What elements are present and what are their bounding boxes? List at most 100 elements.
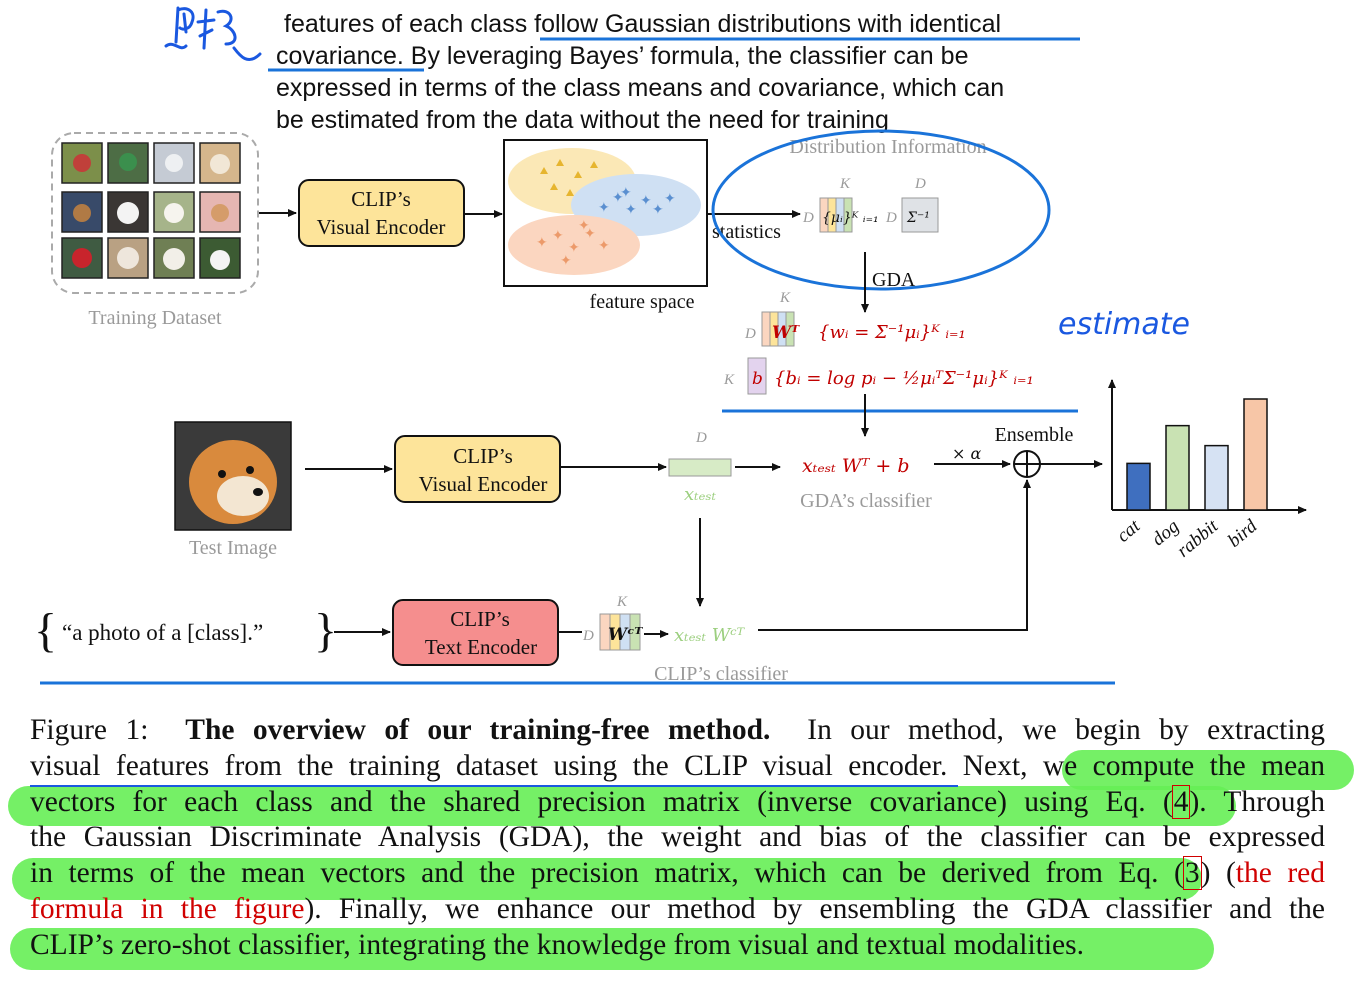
svg-text:✦: ✦: [620, 184, 632, 200]
sigma-label: Σ⁻¹: [906, 210, 930, 226]
caption-line-6: formula in the figure). Finally, we enha…: [30, 892, 1326, 925]
bar-rabbit: [1204, 444, 1229, 511]
eq3-link[interactable]: 3: [1182, 856, 1202, 891]
svg-text:✦: ✦: [584, 225, 596, 241]
bar-label-bird: bird: [1224, 515, 1262, 551]
bar-label-cat: cat: [1113, 515, 1145, 546]
clip-classifier-label: CLIP’s classifier: [654, 663, 788, 685]
bar-label-rabbit: rabbit: [1173, 515, 1223, 561]
caption-line-4: the Gaussian Discriminate Analysis (GDA)…: [30, 821, 1325, 854]
gda-label: GDA: [872, 269, 916, 291]
svg-text:✦: ✦: [664, 190, 676, 206]
text-encoder-line1: CLIP’s: [450, 607, 510, 631]
svg-text:D: D: [582, 628, 594, 644]
svg-text:✦: ✦: [612, 189, 624, 205]
times-alpha: × α: [952, 444, 981, 463]
training-image-grid: [61, 142, 241, 279]
svg-text:b: b: [752, 369, 763, 389]
xtest-label: xₜₑₛₜ: [684, 484, 717, 505]
method-diagram: Training Dataset CLIP’s Visual Encoder ✦…: [34, 6, 1307, 685]
left-brace: {: [34, 604, 57, 657]
weight-formula: D K Wᵀ {wᵢ = Σ⁻¹μᵢ}ᴷ ᵢ₌₁: [744, 290, 966, 347]
bar-dog: [1165, 424, 1190, 511]
svg-text:✦: ✦: [625, 201, 637, 217]
caption-line-5: in terms of the mean vectors and the pre…: [30, 856, 1325, 891]
text-encoder-box: [392, 599, 559, 666]
caption-highlights: [8, 750, 1354, 970]
right-brace: }: [314, 604, 337, 657]
training-dataset-label: Training Dataset: [88, 307, 222, 329]
cluster-blue-points: ✦✦✦✦✦✦✦: [598, 184, 676, 217]
caption-line-2: visual features from the training datase…: [30, 749, 1325, 782]
svg-text:K: K: [723, 372, 735, 388]
svg-text:✦: ✦: [652, 201, 664, 217]
svg-text:Wᵀ: Wᵀ: [772, 323, 800, 343]
svg-text:✦: ✦: [568, 239, 580, 255]
svg-text:Wᶜᵀ: Wᶜᵀ: [608, 625, 643, 645]
text-weight-block: D K Wᶜᵀ: [582, 594, 643, 651]
svg-text:D: D: [885, 210, 897, 226]
svg-text:✦: ✦: [536, 234, 548, 250]
w-formula: {wᵢ = Σ⁻¹μᵢ}ᴷ ᵢ₌₁: [818, 322, 966, 343]
statistics-label: statistics: [712, 221, 781, 243]
handwritten-chinese-scribble: [164, 6, 262, 61]
precision-matrix-block: D D Σ⁻¹: [885, 176, 939, 233]
distribution-info-label: Distribution Information: [789, 136, 986, 158]
clip-formula: xₜₑₛₜ Wᶜᵀ: [674, 625, 746, 646]
caption-title: The overview of our training-free method…: [185, 714, 771, 746]
annotation-circle: [711, 129, 1051, 291]
bar-cat: [1126, 462, 1151, 511]
svg-text:D: D: [744, 326, 756, 342]
svg-text:✦: ✦: [552, 227, 564, 243]
handwritten-note-text: features of each class follow Gaussian d…: [276, 8, 1096, 136]
cluster-yellow-points: [540, 159, 598, 196]
mean-vector-block: D K {μᵢ}ᴷ ᵢ₌₁: [802, 176, 879, 233]
svg-text:K: K: [839, 176, 851, 192]
svg-text:✦: ✦: [640, 192, 652, 208]
handwritten-estimate: estimate: [1058, 307, 1190, 342]
cluster-orange-points: ✦✦✦✦✦✦✦: [536, 217, 610, 268]
note-line-4: be estimated from the data without the n…: [276, 106, 889, 134]
training-dataset-frame: [51, 132, 259, 294]
feature-space-label: feature space: [590, 291, 695, 313]
highlight-1: [1062, 750, 1354, 790]
ensemble-plus-icon: [1013, 450, 1041, 478]
ensemble-label: Ensemble: [995, 424, 1074, 446]
svg-text:D: D: [914, 176, 926, 192]
svg-text:✦: ✦: [598, 237, 610, 253]
bias-formula: K b {bᵢ = log pᵢ − ½μᵢᵀΣ⁻¹μᵢ}ᴷ ᵢ₌₁: [723, 357, 1034, 395]
b-formula: {bᵢ = log pᵢ − ½μᵢᵀΣ⁻¹μᵢ}ᴷ ᵢ₌₁: [774, 368, 1034, 389]
xtest-vector: [668, 458, 732, 477]
svg-text:D: D: [802, 210, 814, 226]
caption-line-7: CLIP’s zero-shot classifier, integrating…: [30, 928, 1085, 961]
visual-encoder-mid-line1: CLIP’s: [453, 444, 513, 468]
visual-encoder-top-line1: CLIP’s: [351, 187, 411, 211]
gda-formula: xₜₑₛₜ Wᵀ + b: [802, 455, 910, 477]
highlight-4: [10, 928, 1214, 970]
highlight-2: [8, 786, 1236, 826]
note-line-3: expressed in terms of the class means an…: [276, 74, 1005, 102]
text-encoder-line2: Text Encoder: [425, 635, 537, 659]
note-line-1: features of each class follow Gaussian d…: [284, 10, 1002, 38]
figure-caption: Figure 1: The overview of our training-f…: [30, 713, 1325, 964]
svg-text:✦: ✦: [598, 199, 610, 215]
svg-text:✦: ✦: [560, 252, 572, 268]
visual-encoder-mid-line2: Visual Encoder: [419, 472, 548, 496]
clip-to-ensemble-arrow: [758, 479, 1031, 631]
bar-bird: [1243, 398, 1268, 511]
visual-encoder-top-line2: Visual Encoder: [317, 215, 446, 239]
mu-label: {μᵢ}ᴷ ᵢ₌₁: [822, 210, 879, 226]
highlight-3: [12, 858, 1202, 900]
svg-text:K: K: [779, 290, 791, 306]
svg-text:✦: ✦: [578, 217, 590, 233]
eq4-link[interactable]: 4: [1171, 784, 1191, 819]
cluster-orange: [508, 215, 640, 275]
test-image-label: Test Image: [189, 537, 277, 559]
svg-text:D: D: [695, 430, 707, 446]
visual-encoder-mid-box: [394, 435, 561, 503]
prompt-label: “a photo of a [class].”: [62, 620, 263, 645]
caption-line-1: Figure 1: The overview of our training-f…: [30, 714, 1326, 746]
caption-line-3: vectors for each class and the shared pr…: [30, 784, 1325, 819]
